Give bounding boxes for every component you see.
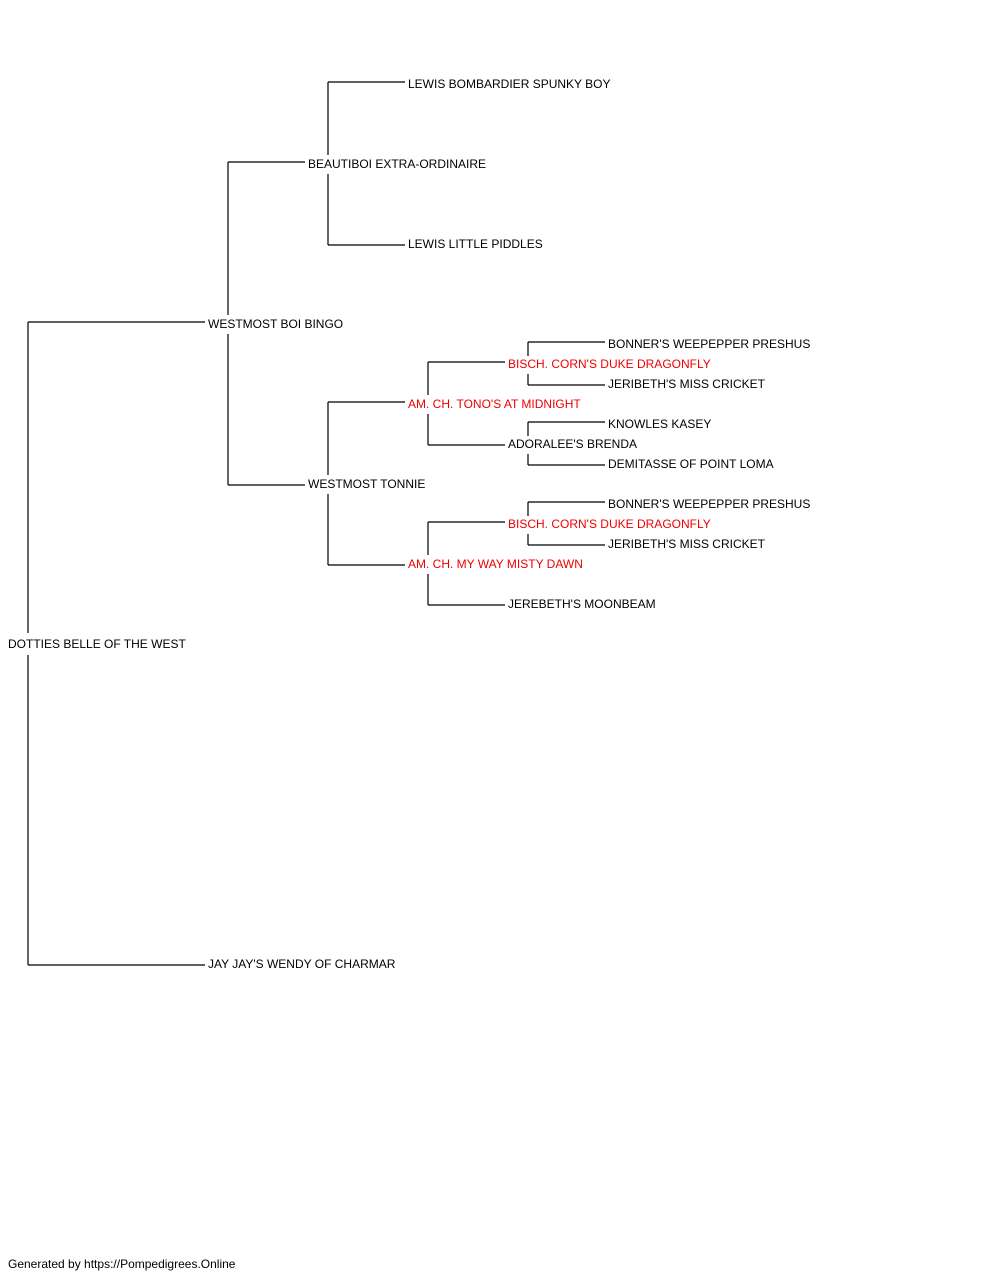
sire-dam-sire-dam-dam-name: DEMITASSE OF POINT LOMA	[608, 457, 774, 471]
subject-dog-name: DOTTIES BELLE OF THE WEST	[8, 637, 186, 651]
generated-by-footer: Generated by https://Pompedigrees.Online	[8, 1257, 236, 1271]
sire-dam-sire-sire-sire-name: BONNER'S WEEPEPPER PRESHUS	[608, 337, 811, 351]
sire-dam-dam-sire-dam-name: JERIBETH'S MISS CRICKET	[608, 537, 765, 551]
sire-dam-dam-sire-sire-name: BONNER'S WEEPEPPER PRESHUS	[608, 497, 811, 511]
dam-name: JAY JAY'S WENDY OF CHARMAR	[208, 957, 396, 971]
sire-sire-sire-name: LEWIS BOMBARDIER SPUNKY BOY	[408, 77, 611, 91]
sire-dam-sire-sire-name: BISCH. CORN'S DUKE DRAGONFLY	[508, 357, 711, 371]
sire-dam-sire-dam-name: ADORALEE'S BRENDA	[508, 437, 637, 451]
sire-name: WESTMOST BOI BINGO	[208, 317, 344, 331]
sire-dam-dam-sire-name: BISCH. CORN'S DUKE DRAGONFLY	[508, 517, 711, 531]
sire-dam-dam-name: AM. CH. MY WAY MISTY DAWN	[408, 557, 583, 571]
sire-dam-sire-name: AM. CH. TONO'S AT MIDNIGHT	[408, 397, 581, 411]
sire-sire-name: BEAUTIBOI EXTRA-ORDINAIRE	[308, 157, 487, 171]
sire-dam-name: WESTMOST TONNIE	[308, 477, 426, 491]
sire-dam-sire-sire-dam-name: JERIBETH'S MISS CRICKET	[608, 377, 765, 391]
sire-dam-dam-dam-name: JEREBETH'S MOONBEAM	[508, 597, 656, 611]
sire-dam-sire-dam-sire-name: KNOWLES KASEY	[608, 417, 712, 431]
sire-sire-dam-name: LEWIS LITTLE PIDDLES	[408, 237, 543, 251]
